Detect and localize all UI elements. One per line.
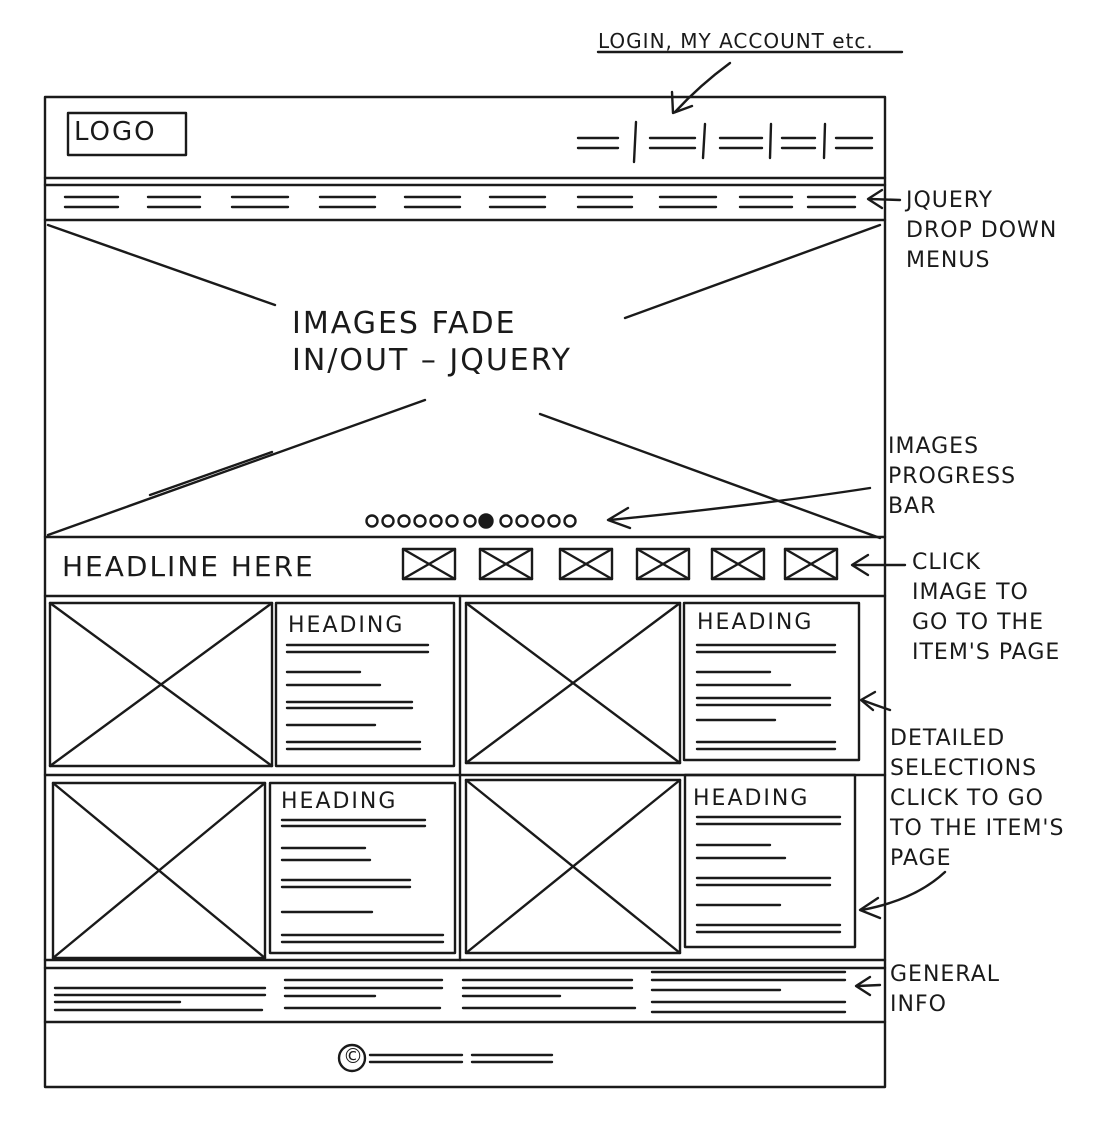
card-2[interactable] bbox=[464, 601, 861, 765]
card-4[interactable] bbox=[464, 773, 857, 955]
logo[interactable]: LOGO bbox=[74, 117, 157, 147]
card-1[interactable] bbox=[48, 601, 456, 768]
arrow-details-2 bbox=[860, 870, 947, 912]
arrow-account bbox=[673, 61, 732, 114]
hero-text-line1: IMAGES FADE bbox=[292, 306, 517, 341]
nav-menu-items[interactable] bbox=[63, 195, 857, 209]
page-frame bbox=[43, 95, 887, 1089]
card-3-heading[interactable]: HEADING bbox=[281, 789, 398, 814]
card-2-heading[interactable]: HEADING bbox=[697, 610, 814, 635]
headline: HEADLINE HERE bbox=[62, 550, 315, 583]
account-links[interactable] bbox=[576, 120, 874, 164]
card-3[interactable] bbox=[51, 781, 457, 960]
copyright-circle bbox=[337, 1043, 367, 1073]
annotation-menus: JQUERY DROP DOWN MENUS bbox=[906, 188, 1058, 273]
annotation-thumbs: CLICK IMAGE TO GO TO THE ITEM'S PAGE bbox=[912, 550, 1061, 665]
active-dot bbox=[478, 513, 494, 529]
hero-text-line2: IN/OUT – JQUERY bbox=[292, 343, 572, 378]
card-1-heading[interactable]: HEADING bbox=[288, 613, 405, 638]
arrow-details bbox=[860, 698, 892, 712]
logo-box bbox=[66, 111, 188, 157]
footer-info-columns[interactable] bbox=[53, 970, 847, 1014]
hero-image-placeholder bbox=[46, 223, 882, 540]
arrow-progress bbox=[608, 486, 872, 522]
thumbnail-strip[interactable] bbox=[401, 547, 839, 581]
arrow-info bbox=[856, 983, 882, 988]
annotation-progress: IMAGES PROGRESS BAR bbox=[888, 434, 1017, 519]
annotation-info: GENERAL INFO bbox=[890, 962, 1001, 1017]
progress-dots[interactable] bbox=[365, 513, 577, 529]
account-note: LOGIN, MY ACCOUNT etc. bbox=[598, 29, 874, 53]
arrow-menus bbox=[868, 197, 902, 202]
copyright-symbol: © bbox=[343, 1044, 363, 1068]
card-4-heading[interactable]: HEADING bbox=[693, 786, 810, 811]
annotation-details: DETAILED SELECTIONS CLICK TO GO TO THE I… bbox=[890, 726, 1065, 871]
